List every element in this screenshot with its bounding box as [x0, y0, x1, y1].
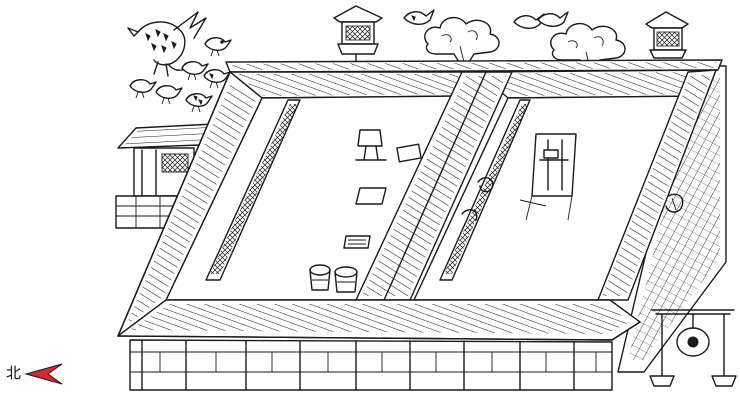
bird-icon [181, 61, 209, 81]
compass-arrow-icon [24, 363, 63, 385]
bird-icon [513, 13, 545, 29]
bird-icon [204, 37, 232, 57]
furniture-icon [309, 129, 422, 293]
sky-decorations [127, 9, 626, 113]
wall-ornament [663, 193, 684, 213]
roof-wing-right [597, 69, 717, 301]
bird-icon [155, 85, 183, 105]
cloud-icon [424, 17, 500, 71]
rooftop-lantern-icon [333, 5, 383, 63]
roof-wing-center [355, 71, 513, 301]
main-compound [117, 59, 727, 391]
hanging-gong-icon [649, 309, 737, 387]
loom-icon [519, 133, 577, 221]
roof-front [117, 299, 641, 341]
bird-icon [185, 93, 213, 113]
bird-icon [129, 79, 157, 99]
front-gallery [129, 339, 613, 391]
rooftop-lantern-icon [645, 11, 689, 59]
compass-north-label: 北 [6, 364, 22, 382]
wall-ornament [461, 177, 494, 221]
bird-icon [403, 9, 435, 25]
bird-icon [537, 11, 569, 27]
